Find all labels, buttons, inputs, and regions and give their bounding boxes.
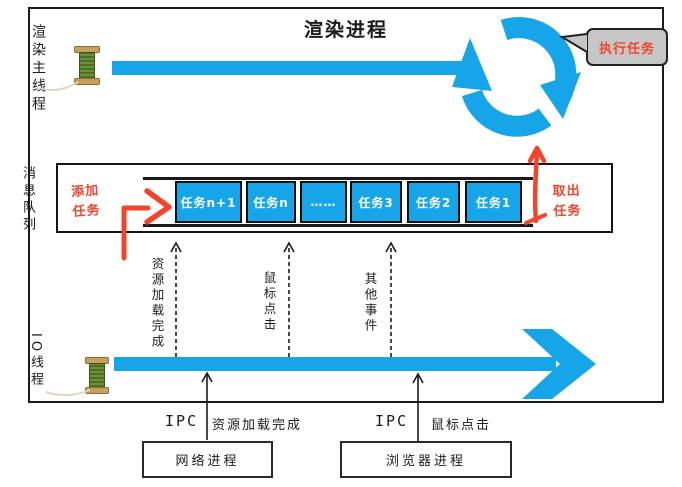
thread-spool-icon [74,46,100,85]
queue-rail [143,224,533,227]
diagram-frame [28,7,664,403]
spool-cap [85,387,109,394]
task-cell: 任务2 [407,181,460,223]
event-label-mouse-click: 鼠标点击 [261,271,277,333]
ipc-label: IPC [165,412,199,430]
execute-task-callout: 执行任务 [586,28,668,66]
task-cell-ellipsis: …… [300,181,347,223]
event-label-other-events: 其他事件 [362,272,378,334]
thread-spool-icon [85,357,109,394]
event-label-resource-loaded: 资源加载完成 [149,257,165,350]
task-cell: 任务3 [350,181,402,223]
ipc-label: IPC [375,412,409,430]
ipc-event-label: 资源加载完成 [212,418,303,433]
browser-process-box: 浏览器进程 [340,441,512,478]
page-title: 渲染进程 [303,19,388,41]
io-thread-timeline-bar [114,357,556,371]
spool-cap [74,78,100,85]
spool-body [89,363,105,388]
ipc-event-label: 鼠标点击 [431,418,492,433]
task-cell: 任务1 [465,181,522,223]
queue-rail [143,177,533,180]
main-thread-timeline-bar [112,61,470,75]
task-cell: 任务n [246,181,296,223]
add-task-label: 添加任务 [70,183,102,221]
main-thread-label: 渲染主线程 [30,24,46,114]
take-task-label: 取出任务 [552,183,582,220]
network-process-box: 网络进程 [142,441,273,478]
message-queue-label: 消息队列 [20,166,35,234]
spool-body [79,52,95,79]
execute-task-label: 执行任务 [598,41,655,57]
task-cell: 任务n+1 [175,181,242,223]
io-thread-label: IO线程 [28,333,43,390]
